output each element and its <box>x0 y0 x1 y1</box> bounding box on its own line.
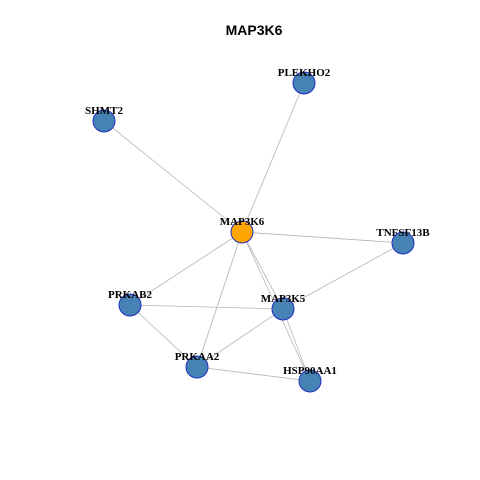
edge-map3k6-tnfsf13b <box>241 231 404 244</box>
edge-map3k5-prkaa2 <box>196 308 284 368</box>
node-prkaa2 <box>185 355 209 379</box>
node-prkab2 <box>118 293 142 317</box>
node-layer <box>92 71 415 393</box>
edge-map3k6-prkab2 <box>129 231 243 306</box>
edge-map3k6-map3k5 <box>241 231 284 310</box>
node-label-map3k5: MAP3K5 <box>261 293 306 305</box>
edge-prkaa2-hsp90aa1 <box>196 366 311 382</box>
node-label-plekho2: PLEKHO2 <box>278 67 331 79</box>
node-label-map3k6: MAP3K6 <box>220 216 265 228</box>
node-hsp90aa1 <box>298 369 322 393</box>
node-map3k6 <box>230 220 254 244</box>
chart-title: MAP3K6 <box>226 22 283 38</box>
node-shmt2 <box>92 109 116 133</box>
node-label-prkaa2: PRKAA2 <box>175 351 220 363</box>
edge-map3k6-plekho2 <box>241 82 305 233</box>
node-label-tnfsf13b: TNFSF13B <box>376 227 430 239</box>
node-map3k5 <box>271 297 295 321</box>
edge-map3k5-prkab2 <box>129 304 284 310</box>
node-tnfsf13b <box>391 231 415 255</box>
edge-map3k6-prkaa2 <box>196 231 243 368</box>
node-label-shmt2: SHMT2 <box>85 105 123 117</box>
node-plekho2 <box>292 71 316 95</box>
node-label-prkab2: PRKAB2 <box>108 289 153 301</box>
edge-map3k5-tnfsf13b <box>282 242 404 310</box>
edge-map3k5-hsp90aa1 <box>282 308 311 382</box>
node-label-hsp90aa1: HSP90AA1 <box>283 365 337 377</box>
edge-layer <box>103 82 404 382</box>
edge-prkab2-prkaa2 <box>129 304 198 368</box>
edge-map3k6-shmt2 <box>103 120 243 233</box>
